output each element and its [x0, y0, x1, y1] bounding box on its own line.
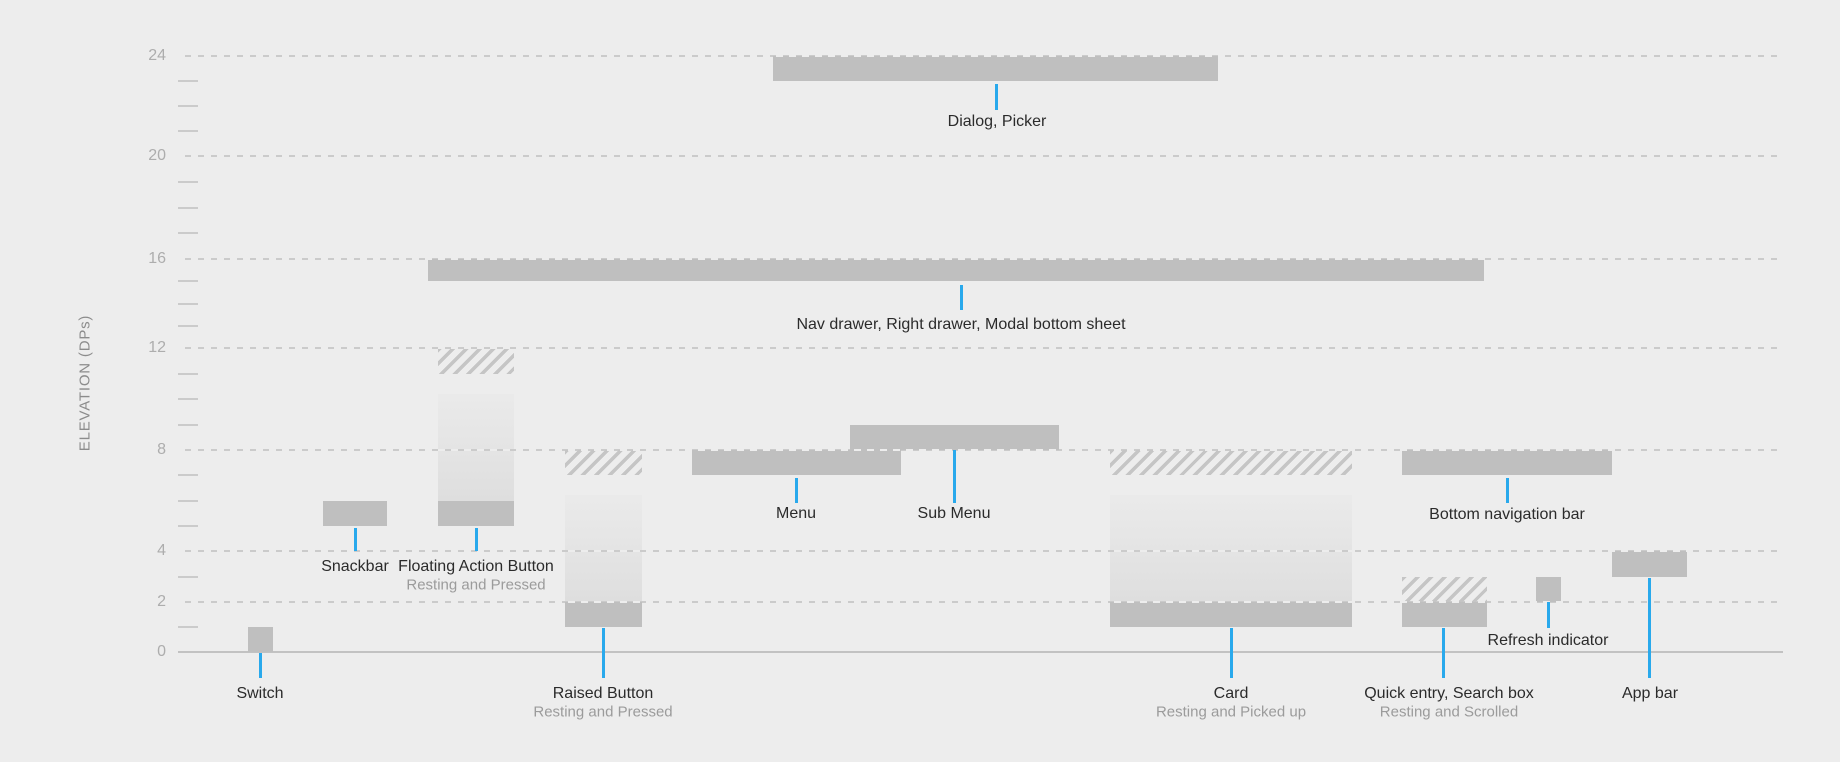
dialog-picker-label: Dialog, Picker — [947, 113, 1047, 130]
raised-button-bar-gradient — [565, 495, 642, 602]
quick-entry-search-box-bar-hatched — [1402, 577, 1487, 602]
floating-action-button-bar-hatched — [438, 348, 514, 374]
gridline-dash-overlay-20 — [178, 155, 1783, 157]
snackbar-leader-line — [354, 528, 357, 551]
axis-tick-label-2: 2 — [157, 593, 166, 610]
minor-tick-3 — [178, 576, 198, 578]
app-bar-label: App bar — [1621, 685, 1679, 702]
axis-tick-label-24: 24 — [148, 47, 166, 64]
gridline-dash-overlay-2 — [178, 601, 1783, 603]
minor-tick-7 — [178, 474, 198, 476]
gridline-0 — [178, 651, 1783, 653]
app-bar-bar-solid — [1612, 551, 1687, 577]
axis-tick-label-4: 4 — [157, 542, 166, 559]
gridline-dash-overlay-8 — [178, 449, 1783, 451]
quick-entry-search-box-label: Quick entry, Search box — [1364, 685, 1534, 702]
gridline-dash-overlay-16 — [178, 258, 1783, 260]
floating-action-button-bar-solid — [438, 501, 514, 526]
minor-tick-5 — [178, 525, 198, 527]
quick-entry-search-box-leader-line — [1442, 628, 1445, 678]
card-leader-line — [1230, 628, 1233, 678]
minor-tick-10 — [178, 398, 198, 400]
minor-tick-17 — [178, 232, 198, 234]
app-bar-leader-line — [1648, 578, 1651, 678]
axis-tick-label-12: 12 — [148, 339, 166, 356]
minor-tick-18 — [178, 207, 198, 209]
card-bar-solid — [1110, 602, 1352, 627]
minor-tick-9 — [178, 424, 198, 426]
snackbar-bar-solid — [323, 501, 387, 526]
nav-drawer-right-drawer-modal-bottom-sheet-leader-line — [960, 285, 963, 310]
y-axis-title: ELEVATION (DPs) — [76, 314, 94, 452]
sub-menu-leader-line — [953, 450, 956, 503]
raised-button-label: Raised Button — [552, 685, 654, 702]
nav-drawer-right-drawer-modal-bottom-sheet-bar-solid — [428, 259, 1484, 281]
minor-tick-15 — [178, 280, 198, 282]
menu-bar-solid — [692, 450, 901, 475]
minor-tick-19 — [178, 181, 198, 183]
gridline-dash-overlay-24 — [178, 55, 1783, 57]
bottom-navigation-bar-bar-solid — [1402, 450, 1612, 475]
axis-tick-label-16: 16 — [148, 250, 166, 267]
minor-tick-21 — [178, 130, 198, 132]
dialog-picker-leader-line — [995, 84, 998, 110]
minor-tick-13 — [178, 325, 198, 327]
raised-button-bar-solid — [565, 602, 642, 627]
sub-menu-label: Sub Menu — [917, 505, 991, 522]
dialog-picker-bar-solid — [773, 56, 1218, 81]
minor-tick-6 — [178, 500, 198, 502]
card-bar-hatched — [1110, 450, 1352, 475]
refresh-indicator-leader-line — [1547, 602, 1550, 628]
floating-action-button-subtitle: Resting and Pressed — [406, 576, 546, 594]
floating-action-button-leader-line — [475, 528, 478, 551]
refresh-indicator-label: Refresh indicator — [1487, 632, 1609, 649]
minor-tick-11 — [178, 373, 198, 375]
gridline-dash-overlay-12 — [178, 347, 1783, 349]
bottom-navigation-bar-label: Bottom navigation bar — [1429, 506, 1585, 523]
snackbar-label: Snackbar — [321, 558, 389, 575]
floating-action-button-bar-gradient — [438, 394, 514, 501]
card-label: Card — [1213, 685, 1249, 702]
card-bar-gradient — [1110, 495, 1352, 602]
axis-tick-label-20: 20 — [148, 147, 166, 164]
raised-button-subtitle: Resting and Pressed — [533, 703, 673, 721]
gridline-dash-overlay-4 — [178, 550, 1783, 552]
raised-button-leader-line — [602, 628, 605, 678]
minor-tick-23 — [178, 80, 198, 82]
menu-leader-line — [795, 478, 798, 503]
axis-tick-label-0: 0 — [157, 643, 166, 660]
quick-entry-search-box-bar-solid — [1402, 602, 1487, 627]
bottom-navigation-bar-leader-line — [1506, 478, 1509, 503]
quick-entry-search-box-subtitle: Resting and Scrolled — [1379, 703, 1519, 721]
card-subtitle: Resting and Picked up — [1155, 703, 1307, 721]
raised-button-bar-hatched — [565, 450, 642, 475]
switch-label: Switch — [236, 685, 284, 702]
minor-tick-1 — [178, 626, 198, 628]
nav-drawer-right-drawer-modal-bottom-sheet-label: Nav drawer, Right drawer, Modal bottom s… — [796, 316, 1126, 333]
axis-tick-label-8: 8 — [157, 441, 166, 458]
switch-bar-solid — [248, 627, 273, 652]
minor-tick-22 — [178, 105, 198, 107]
minor-tick-14 — [178, 303, 198, 305]
menu-label: Menu — [775, 505, 817, 522]
floating-action-button-label: Floating Action Button — [398, 558, 554, 575]
switch-leader-line — [259, 653, 262, 678]
refresh-indicator-bar-solid — [1536, 577, 1561, 602]
sub-menu-bar-solid — [850, 425, 1059, 450]
